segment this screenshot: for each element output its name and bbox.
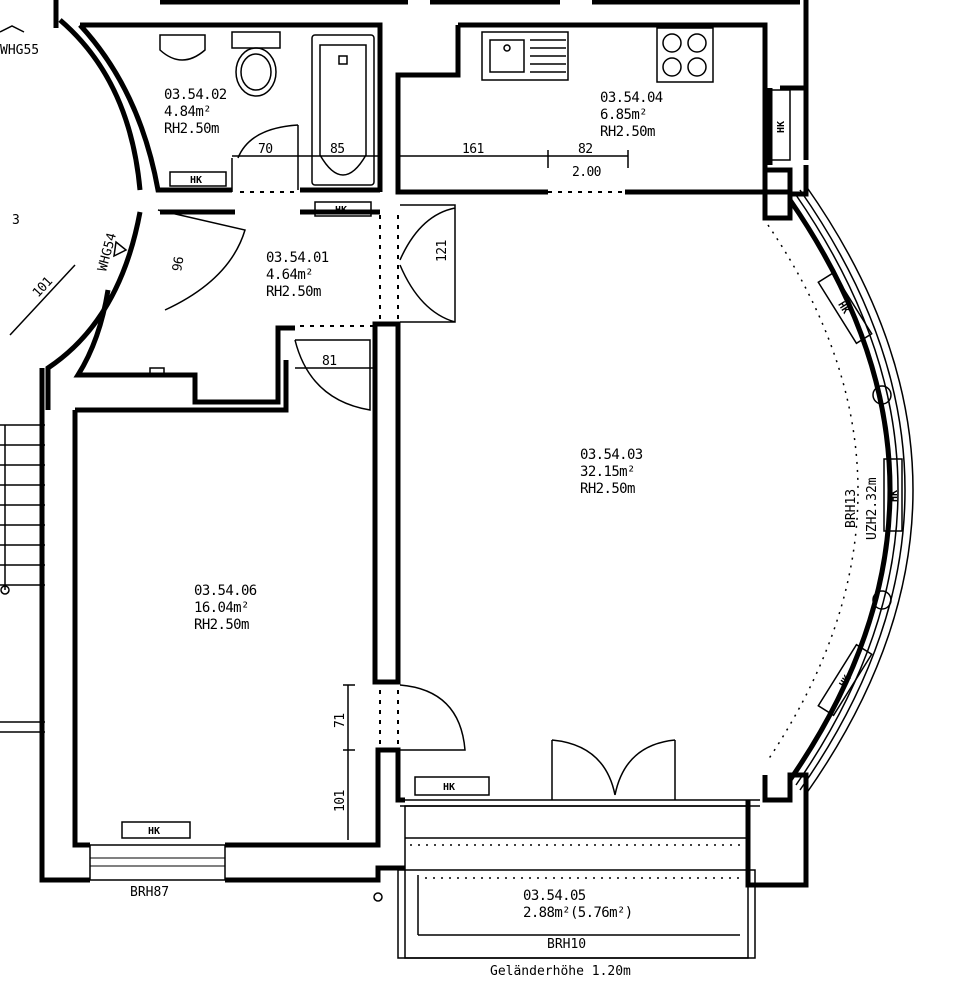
svg-text:Geländerhöhe 1.20m: Geländerhöhe 1.20m — [490, 964, 631, 979]
svg-text:81: 81 — [322, 354, 336, 369]
radiators: HK HK HK HK HK HK HK HK — [121, 121, 903, 839]
radiator-icon: HK — [414, 776, 490, 796]
svg-text:HK: HK — [190, 175, 202, 186]
fixtures — [149, 27, 714, 376]
stairs — [0, 25, 45, 733]
svg-text:HK: HK — [335, 205, 347, 216]
svg-text:2.88m²(5.76m²): 2.88m²(5.76m²) — [523, 905, 633, 921]
svg-text:BRH10: BRH10 — [547, 937, 586, 952]
svg-text:03.54.06: 03.54.06 — [194, 583, 257, 599]
balcony — [373, 805, 756, 959]
radiator-icon: HK — [314, 201, 372, 217]
svg-text:HK: HK — [838, 674, 854, 690]
svg-text:UZH2.32m: UZH2.32m — [865, 477, 880, 540]
triangle-marker-icon — [113, 240, 128, 258]
svg-text:32.15m²: 32.15m² — [580, 464, 635, 480]
column-icon — [872, 590, 892, 610]
radiator-icon: HK — [817, 643, 873, 717]
dimension-lines — [9, 150, 629, 840]
svg-text:HK: HK — [148, 826, 160, 837]
column-icon — [872, 385, 892, 405]
toilet-icon — [235, 47, 277, 97]
svg-text:BRH13: BRH13 — [844, 489, 859, 528]
svg-text:HK: HK — [776, 121, 787, 133]
svg-text:03.54.04: 03.54.04 — [600, 90, 663, 106]
room-label: 03.54.02 4.84m² RH2.50m — [164, 87, 227, 137]
svg-text:RH2.50m: RH2.50m — [580, 481, 635, 497]
walls — [39, 0, 809, 888]
drain-icon — [373, 892, 383, 902]
svg-text:96: 96 — [170, 256, 187, 273]
svg-text:03.54.03: 03.54.03 — [580, 447, 643, 463]
radiator-icon: HK — [883, 458, 903, 532]
windows — [89, 89, 791, 881]
room-label: 03.54.01 4.64m² RH2.50m — [266, 250, 329, 300]
svg-text:4.64m²: 4.64m² — [266, 267, 313, 283]
svg-text:03.54.01: 03.54.01 — [266, 250, 329, 266]
sink-icon — [159, 34, 206, 61]
room-label: 03.54.04 6.85m² RH2.50m — [600, 90, 663, 140]
svg-text:WHG54: WHG54 — [95, 231, 120, 273]
svg-text:16.04m²: 16.04m² — [194, 600, 249, 616]
svg-text:BRH87: BRH87 — [130, 885, 169, 900]
svg-text:6.85m²: 6.85m² — [600, 107, 647, 123]
svg-text:2.00: 2.00 — [572, 165, 601, 180]
svg-text:85: 85 — [330, 142, 344, 157]
svg-text:RH2.50m: RH2.50m — [266, 284, 321, 300]
svg-text:4.84m²: 4.84m² — [164, 104, 211, 120]
svg-text:03.54.02: 03.54.02 — [164, 87, 227, 103]
svg-text:161: 161 — [462, 142, 484, 157]
svg-text:71: 71 — [333, 714, 348, 728]
radiator-icon: HK — [121, 821, 191, 839]
radiator-icon: HK — [817, 271, 873, 345]
svg-text:HK: HK — [835, 300, 851, 316]
svg-text:03.54.05: 03.54.05 — [523, 888, 586, 904]
annotations: WHG55 3 WHG54 BRH13 UZH2.32m BRH87 BRH10… — [0, 43, 880, 979]
svg-text:101: 101 — [333, 790, 348, 812]
bathtub-icon — [311, 34, 375, 186]
doors — [157, 124, 676, 800]
svg-text:82: 82 — [578, 142, 592, 157]
svg-text:RH2.50m: RH2.50m — [164, 121, 219, 137]
kitchen-sink-icon — [481, 31, 569, 81]
svg-text:101: 101 — [30, 275, 56, 301]
toilet-tank-icon — [231, 31, 281, 49]
stove-icon — [656, 27, 714, 83]
radiator-icon: HK — [169, 171, 227, 187]
radiator-icon: HK — [776, 121, 787, 133]
svg-text:RH2.50m: RH2.50m — [600, 124, 655, 140]
svg-text:HK: HK — [889, 490, 900, 502]
svg-text:WHG55: WHG55 — [0, 43, 39, 58]
svg-text:121: 121 — [435, 240, 450, 262]
svg-text:3: 3 — [12, 213, 20, 228]
svg-text:70: 70 — [258, 142, 272, 157]
meter-icon — [149, 367, 165, 376]
bay-window — [767, 185, 914, 795]
svg-text:RH2.50m: RH2.50m — [194, 617, 249, 633]
room-label: 03.54.05 2.88m²(5.76m²) — [523, 888, 633, 921]
room-label: 03.54.03 32.15m² RH2.50m — [580, 447, 643, 497]
svg-text:HK: HK — [443, 782, 455, 793]
room-label: 03.54.06 16.04m² RH2.50m — [194, 583, 257, 633]
